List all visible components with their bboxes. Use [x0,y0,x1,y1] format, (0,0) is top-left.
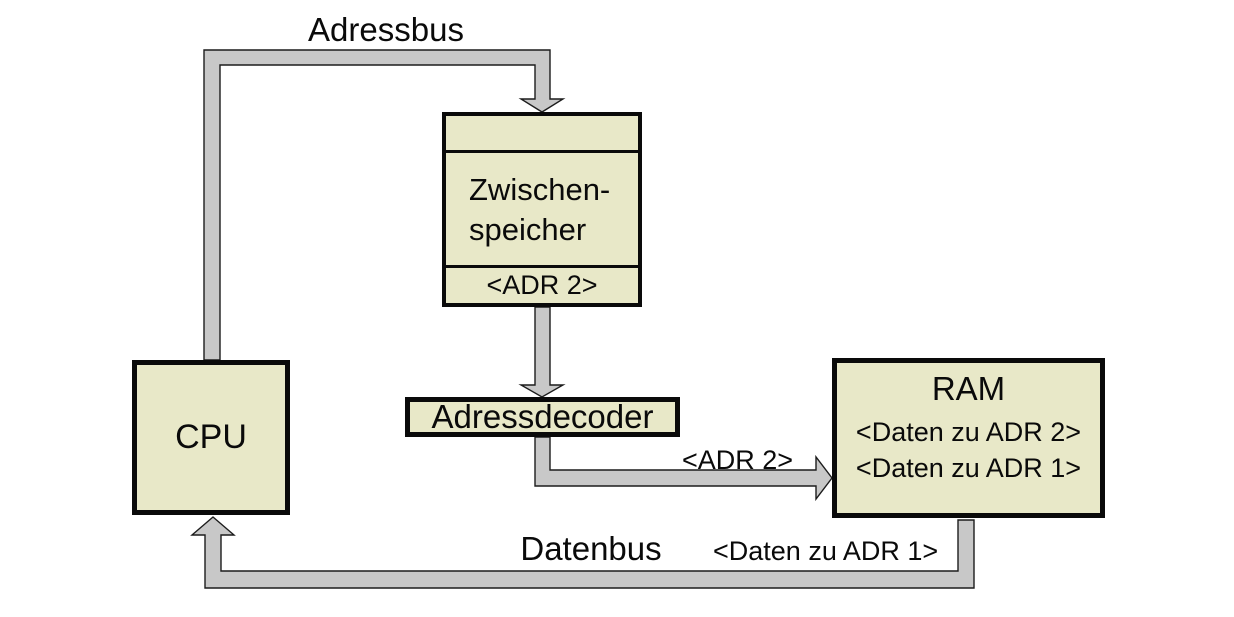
adressbus-pipe [203,49,566,361]
adr2-bus-label: <ADR 2> [682,445,794,475]
cpu-label: CPU [175,418,247,456]
buffer-to-decoder-pipe [518,306,566,398]
daten-zu-adr1-bus-label: <Daten zu ADR 1> [713,536,939,566]
zwischenspeicher-name-line1: Zwischen- [469,172,611,207]
zwischenspeicher-address-value: <ADR 2> [486,270,598,300]
ram-box: RAM <Daten zu ADR 2> <Daten zu ADR 1> [832,358,1105,518]
decoder-to-ram-pipe [534,436,833,502]
adressdecoder-box: Adressdecoder [405,397,680,437]
zwischenspeicher-address-slot: <ADR 2> [446,268,638,303]
cpu-box: CPU [132,360,290,515]
zwischenspeicher-name-line2: speicher [469,212,587,247]
adressdecoder-label: Adressdecoder [431,398,654,435]
ram-cell-adr2: <Daten zu ADR 2> [855,417,1082,447]
ram-cells: <Daten zu ADR 2> <Daten zu ADR 1> [856,419,1081,482]
ram-cell-adr1: <Daten zu ADR 1> [855,453,1082,483]
zwischenspeicher-box: Zwischen- speicher <ADR 2> [442,112,642,307]
zwischenspeicher-name: Zwischen- speicher [446,153,638,265]
ram-title: RAM [931,370,1006,407]
zwischenspeicher-divider-top [446,150,638,153]
zwischenspeicher-divider-bottom [446,265,638,268]
datenbus-label: Datenbus [520,530,662,567]
datenbus-pipe [190,516,975,589]
adressbus-label: Adressbus [308,11,464,48]
zwischenspeicher-empty-slot [446,116,638,150]
